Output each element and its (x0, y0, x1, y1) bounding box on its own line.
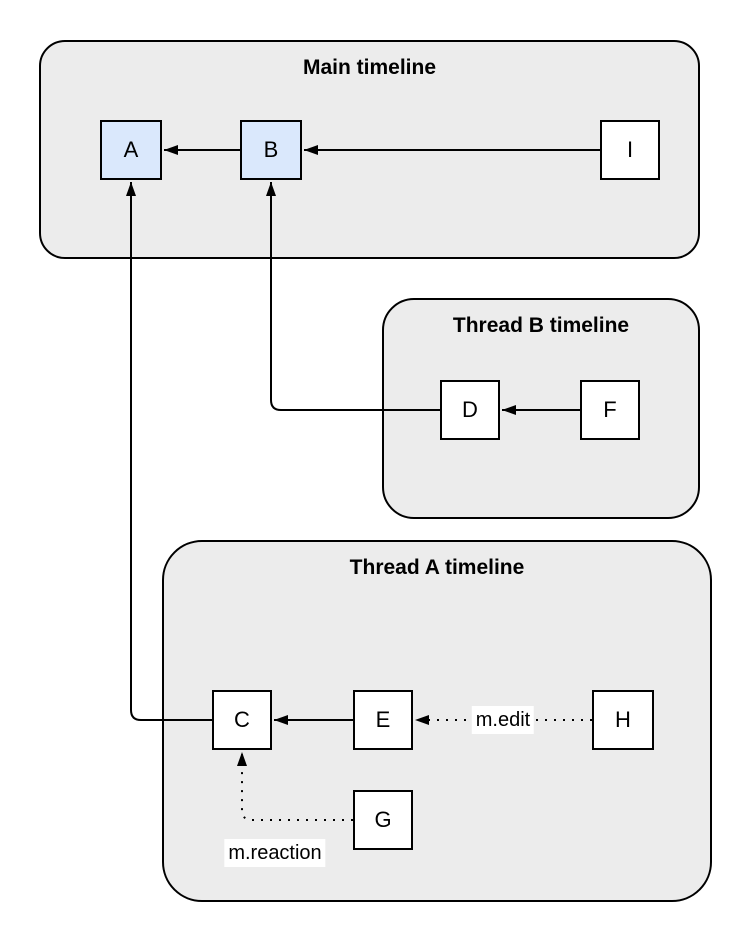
container-title-thread-b-timeline: Thread B timeline (452, 314, 630, 337)
node-F: F (580, 380, 640, 440)
node-label-B: B (263, 137, 279, 162)
node-D: D (440, 380, 500, 440)
node-label-G: G (374, 807, 392, 832)
edge-label-g-to-c: m.reaction (224, 839, 326, 867)
node-label-A: A (123, 137, 139, 162)
node-I: I (600, 120, 660, 180)
node-H: H (592, 690, 654, 750)
node-label-F: F (603, 397, 617, 422)
node-B: B (240, 120, 302, 180)
edge-label-h-to-e: m.edit (471, 706, 535, 734)
node-G: G (353, 790, 413, 850)
node-label-I: I (626, 137, 634, 162)
node-label-C: C (234, 707, 250, 732)
node-A: A (100, 120, 162, 180)
node-E: E (353, 690, 413, 750)
node-label-E: E (375, 707, 391, 732)
container-title-thread-a-timeline: Thread A timeline (349, 556, 525, 579)
node-C: C (212, 690, 272, 750)
node-label-D: D (462, 397, 478, 422)
container-title-main-timeline: Main timeline (302, 56, 437, 79)
node-label-H: H (615, 707, 631, 732)
